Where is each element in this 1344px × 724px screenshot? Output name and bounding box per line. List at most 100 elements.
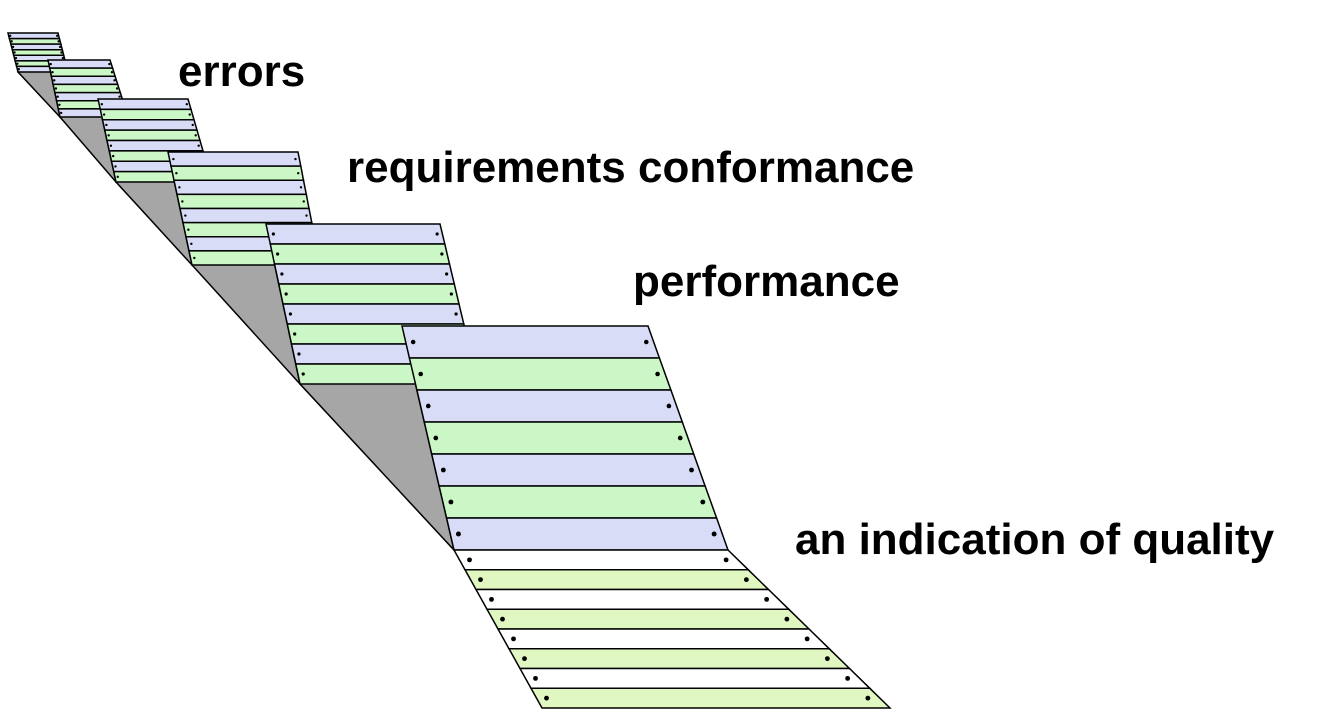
stripe bbox=[47, 59, 114, 69]
feed-hole bbox=[115, 87, 119, 90]
feed-hole bbox=[425, 403, 431, 409]
feed-hole bbox=[784, 616, 790, 622]
stripe bbox=[438, 485, 718, 519]
stripe bbox=[7, 32, 61, 40]
stripe bbox=[408, 357, 672, 391]
stripe bbox=[430, 453, 707, 487]
stripe bbox=[8, 37, 62, 45]
sheet-6 bbox=[401, 325, 730, 551]
feed-hole bbox=[433, 435, 439, 441]
feed-hole bbox=[56, 95, 59, 98]
feed-hole bbox=[61, 56, 65, 60]
feed-hole bbox=[105, 123, 108, 127]
feed-hole bbox=[824, 656, 830, 662]
feed-hole bbox=[448, 499, 454, 505]
feed-hole bbox=[107, 134, 110, 137]
stripe bbox=[173, 179, 308, 196]
feed-hole bbox=[116, 175, 119, 179]
feed-hole bbox=[102, 113, 106, 116]
feed-hole bbox=[16, 62, 19, 65]
stripe bbox=[11, 48, 65, 57]
stripe bbox=[97, 98, 192, 111]
feed-hole bbox=[723, 557, 729, 563]
sheet-4 bbox=[167, 151, 321, 266]
feed-hole bbox=[804, 636, 810, 642]
feed-hole bbox=[297, 352, 301, 356]
feed-hole bbox=[100, 102, 104, 106]
feed-hole bbox=[743, 577, 749, 583]
stripe bbox=[507, 648, 852, 670]
feed-hole bbox=[58, 45, 62, 49]
feed-hole bbox=[178, 186, 181, 189]
feed-hole bbox=[56, 34, 59, 37]
feed-hole bbox=[197, 144, 200, 147]
feed-hole bbox=[184, 214, 187, 217]
feed-hole bbox=[280, 272, 284, 276]
label-errors: errors bbox=[178, 47, 306, 96]
feed-hole bbox=[440, 252, 444, 256]
feed-hole bbox=[455, 531, 461, 537]
feed-hole bbox=[655, 371, 660, 377]
feed-hole bbox=[302, 200, 305, 203]
feed-hole bbox=[500, 616, 505, 622]
feed-hole bbox=[677, 435, 683, 441]
feed-hole bbox=[109, 144, 113, 147]
feed-hole bbox=[445, 272, 449, 276]
stripe bbox=[485, 608, 811, 630]
feed-hole bbox=[190, 242, 193, 246]
feed-hole bbox=[194, 134, 197, 137]
feed-hole bbox=[700, 499, 706, 505]
feed-hole bbox=[14, 56, 18, 60]
label-performance: performance bbox=[633, 257, 900, 306]
feed-hole bbox=[113, 79, 116, 82]
feed-hole bbox=[175, 171, 178, 175]
feed-hole bbox=[53, 79, 56, 82]
stripe bbox=[269, 243, 451, 265]
feed-hole bbox=[449, 292, 453, 296]
stripe bbox=[496, 628, 832, 650]
feed-hole bbox=[644, 339, 649, 345]
stripe bbox=[529, 687, 892, 709]
feed-hole bbox=[478, 577, 483, 583]
stripe bbox=[265, 223, 446, 245]
stripe bbox=[9, 43, 64, 51]
feed-hole bbox=[305, 214, 308, 217]
feed-hole bbox=[51, 71, 54, 74]
feed-hole bbox=[9, 34, 12, 37]
stripe bbox=[101, 119, 198, 131]
stripe bbox=[106, 139, 204, 152]
feed-hole bbox=[288, 312, 293, 316]
feed-hole bbox=[666, 403, 672, 409]
stripe bbox=[474, 588, 791, 611]
feed-hole bbox=[191, 123, 194, 127]
stripe bbox=[48, 67, 117, 78]
feed-hole bbox=[10, 40, 13, 43]
feed-hole bbox=[188, 113, 191, 116]
feed-hole bbox=[13, 51, 16, 54]
stripe bbox=[463, 569, 771, 591]
feed-hole bbox=[59, 111, 63, 115]
feed-hole bbox=[865, 695, 871, 701]
feed-hole bbox=[293, 332, 297, 336]
stripe bbox=[170, 165, 305, 182]
stripe bbox=[179, 207, 313, 224]
stripe bbox=[176, 193, 310, 210]
feed-hole bbox=[845, 675, 851, 681]
label-requirements-conformance: requirements conformance bbox=[347, 143, 915, 192]
feed-hole bbox=[467, 557, 472, 563]
feed-hole bbox=[489, 596, 494, 602]
feed-hole bbox=[297, 171, 300, 175]
stripe bbox=[277, 283, 460, 305]
stripe bbox=[99, 108, 195, 121]
feed-hole bbox=[108, 62, 111, 66]
feed-hole bbox=[284, 292, 288, 296]
feed-hole bbox=[60, 51, 63, 54]
feed-hole bbox=[301, 372, 305, 376]
feed-hole bbox=[187, 228, 190, 231]
feed-hole bbox=[58, 103, 61, 106]
feed-hole bbox=[114, 165, 117, 168]
feed-hole bbox=[511, 636, 516, 642]
label-indication-of-quality: an indication of quality bbox=[795, 515, 1275, 564]
feed-hole bbox=[689, 467, 694, 473]
